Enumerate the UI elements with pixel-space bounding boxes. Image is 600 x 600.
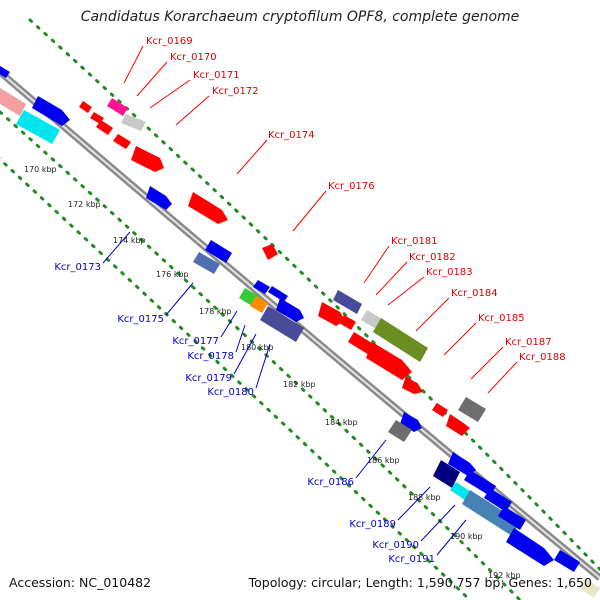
gene-arrow[interactable] (131, 146, 164, 172)
forward-gene-labels: Kcr_0169 Kcr_0170 Kcr_0171 Kcr_0172 Kcr_… (146, 36, 566, 363)
gene-arrow[interactable] (446, 414, 470, 436)
forward-leader-lines (123, 45, 518, 394)
gene-arrow[interactable] (373, 318, 428, 362)
tick-label: 186 kbp (367, 456, 400, 465)
gene-label-kcr-0187[interactable]: Kcr_0187 (505, 337, 552, 348)
gene-arrow[interactable] (107, 98, 128, 116)
gene-label-kcr-0185[interactable]: Kcr_0185 (478, 313, 525, 324)
mid-guide-arc (0, 110, 522, 600)
gene-label-kcr-0174[interactable]: Kcr_0174 (268, 130, 315, 141)
outer-guide-arc (28, 18, 600, 572)
gene-arrow[interactable] (318, 302, 345, 326)
reverse-strand-genes (0, 88, 580, 572)
reverse-leader-lines (102, 231, 467, 556)
gene-arrow[interactable] (0, 66, 10, 78)
gene-label-kcr-0190[interactable]: Kcr_0190 (372, 540, 419, 551)
tick-label: 176 kbp (156, 270, 189, 279)
gene-arrow[interactable] (188, 192, 228, 224)
guide-dots (0, 18, 600, 600)
gene-arrow[interactable] (260, 306, 304, 342)
gene-arrow[interactable] (121, 114, 146, 131)
gene-label-kcr-0183[interactable]: Kcr_0183 (426, 267, 473, 278)
gene-label-kcr-0176[interactable]: Kcr_0176 (328, 181, 375, 192)
gene-arrow[interactable] (433, 460, 460, 488)
gene-label-kcr-0182[interactable]: Kcr_0182 (409, 252, 456, 263)
tick-label: 170 kbp (24, 165, 57, 174)
gene-label-kcr-0177[interactable]: Kcr_0177 (172, 336, 219, 347)
gene-arrow[interactable] (366, 342, 412, 380)
gene-arrow[interactable] (554, 550, 580, 572)
gene-label-kcr-0179[interactable]: Kcr_0179 (185, 373, 232, 384)
gene-label-kcr-0171[interactable]: Kcr_0171 (193, 70, 240, 81)
tick-label: 180 kbp (241, 343, 274, 352)
gene-arrow[interactable] (268, 286, 288, 302)
reverse-gene-labels: Kcr_0173 Kcr_0175 Kcr_0177 Kcr_0178 Kcr_… (54, 262, 435, 565)
tick-label: 174 kbp (113, 236, 146, 245)
gene-arrow[interactable] (253, 280, 270, 294)
gene-arrow[interactable] (498, 506, 526, 530)
gene-arrow[interactable] (432, 403, 448, 417)
gene-arrow[interactable] (462, 490, 520, 536)
ruler-ticks: 170 kbp 172 kbp 174 kbp 176 kbp 178 kbp … (24, 165, 521, 580)
gene-arrow[interactable] (0, 88, 26, 116)
gene-arrow[interactable] (276, 298, 304, 322)
gene-arrow[interactable] (402, 376, 423, 394)
gene-arrow[interactable] (484, 488, 512, 512)
tick-label: 184 kbp (325, 418, 358, 427)
gene-arrow[interactable] (79, 101, 92, 113)
genome-summary-text: Topology: circular; Length: 1,590,757 bp… (248, 575, 592, 590)
gene-arrow[interactable] (579, 578, 600, 598)
gene-arrow[interactable] (250, 296, 268, 313)
gene-arrow[interactable] (113, 134, 131, 149)
gene-arrow[interactable] (388, 420, 412, 442)
gene-arrow[interactable] (193, 252, 220, 274)
gene-arrow[interactable] (146, 186, 172, 210)
gene-label-kcr-0191[interactable]: Kcr_0191 (388, 554, 435, 565)
gene-arrow[interactable] (506, 528, 554, 566)
accession-text: Accession: NC_010482 (9, 575, 152, 590)
tick-label: 178 kbp (199, 307, 232, 316)
tick-label: 188 kbp (408, 493, 441, 502)
gene-arrow[interactable] (205, 240, 232, 263)
gene-label-kcr-0189[interactable]: Kcr_0189 (349, 519, 396, 530)
gene-label-kcr-0188[interactable]: Kcr_0188 (519, 352, 566, 363)
gene-label-kcr-0184[interactable]: Kcr_0184 (451, 288, 498, 299)
gene-arrow[interactable] (262, 244, 278, 260)
gene-label-kcr-0180[interactable]: Kcr_0180 (207, 387, 254, 398)
forward-strand-genes (0, 66, 600, 598)
gene-label-kcr-0169[interactable]: Kcr_0169 (146, 36, 193, 47)
gene-label-kcr-0181[interactable]: Kcr_0181 (391, 236, 438, 247)
gene-label-kcr-0172[interactable]: Kcr_0172 (212, 86, 259, 97)
gene-label-kcr-0170[interactable]: Kcr_0170 (170, 52, 217, 63)
gene-label-kcr-0173[interactable]: Kcr_0173 (54, 262, 101, 273)
gene-label-kcr-0178[interactable]: Kcr_0178 (187, 351, 234, 362)
gene-arrow[interactable] (339, 315, 356, 330)
gene-arrow[interactable] (16, 110, 60, 144)
gene-arrow[interactable] (333, 290, 362, 314)
tick-label: 172 kbp (68, 200, 101, 209)
gene-arrow[interactable] (32, 96, 70, 126)
gene-arrow[interactable] (96, 120, 113, 135)
map-title: Candidatus Korarchaeum cryptofilum OPF8,… (80, 9, 520, 25)
gene-arrow[interactable] (448, 452, 476, 476)
gene-arrow[interactable] (464, 470, 496, 496)
tick-label: 182 kbp (283, 380, 316, 389)
tick-label: 190 kbp (450, 532, 483, 541)
gene-label-kcr-0175[interactable]: Kcr_0175 (117, 314, 164, 325)
gene-label-kcr-0186[interactable]: Kcr_0186 (307, 477, 354, 488)
gene-arrow[interactable] (458, 397, 486, 422)
tick-label: 192 kbp (488, 571, 521, 580)
